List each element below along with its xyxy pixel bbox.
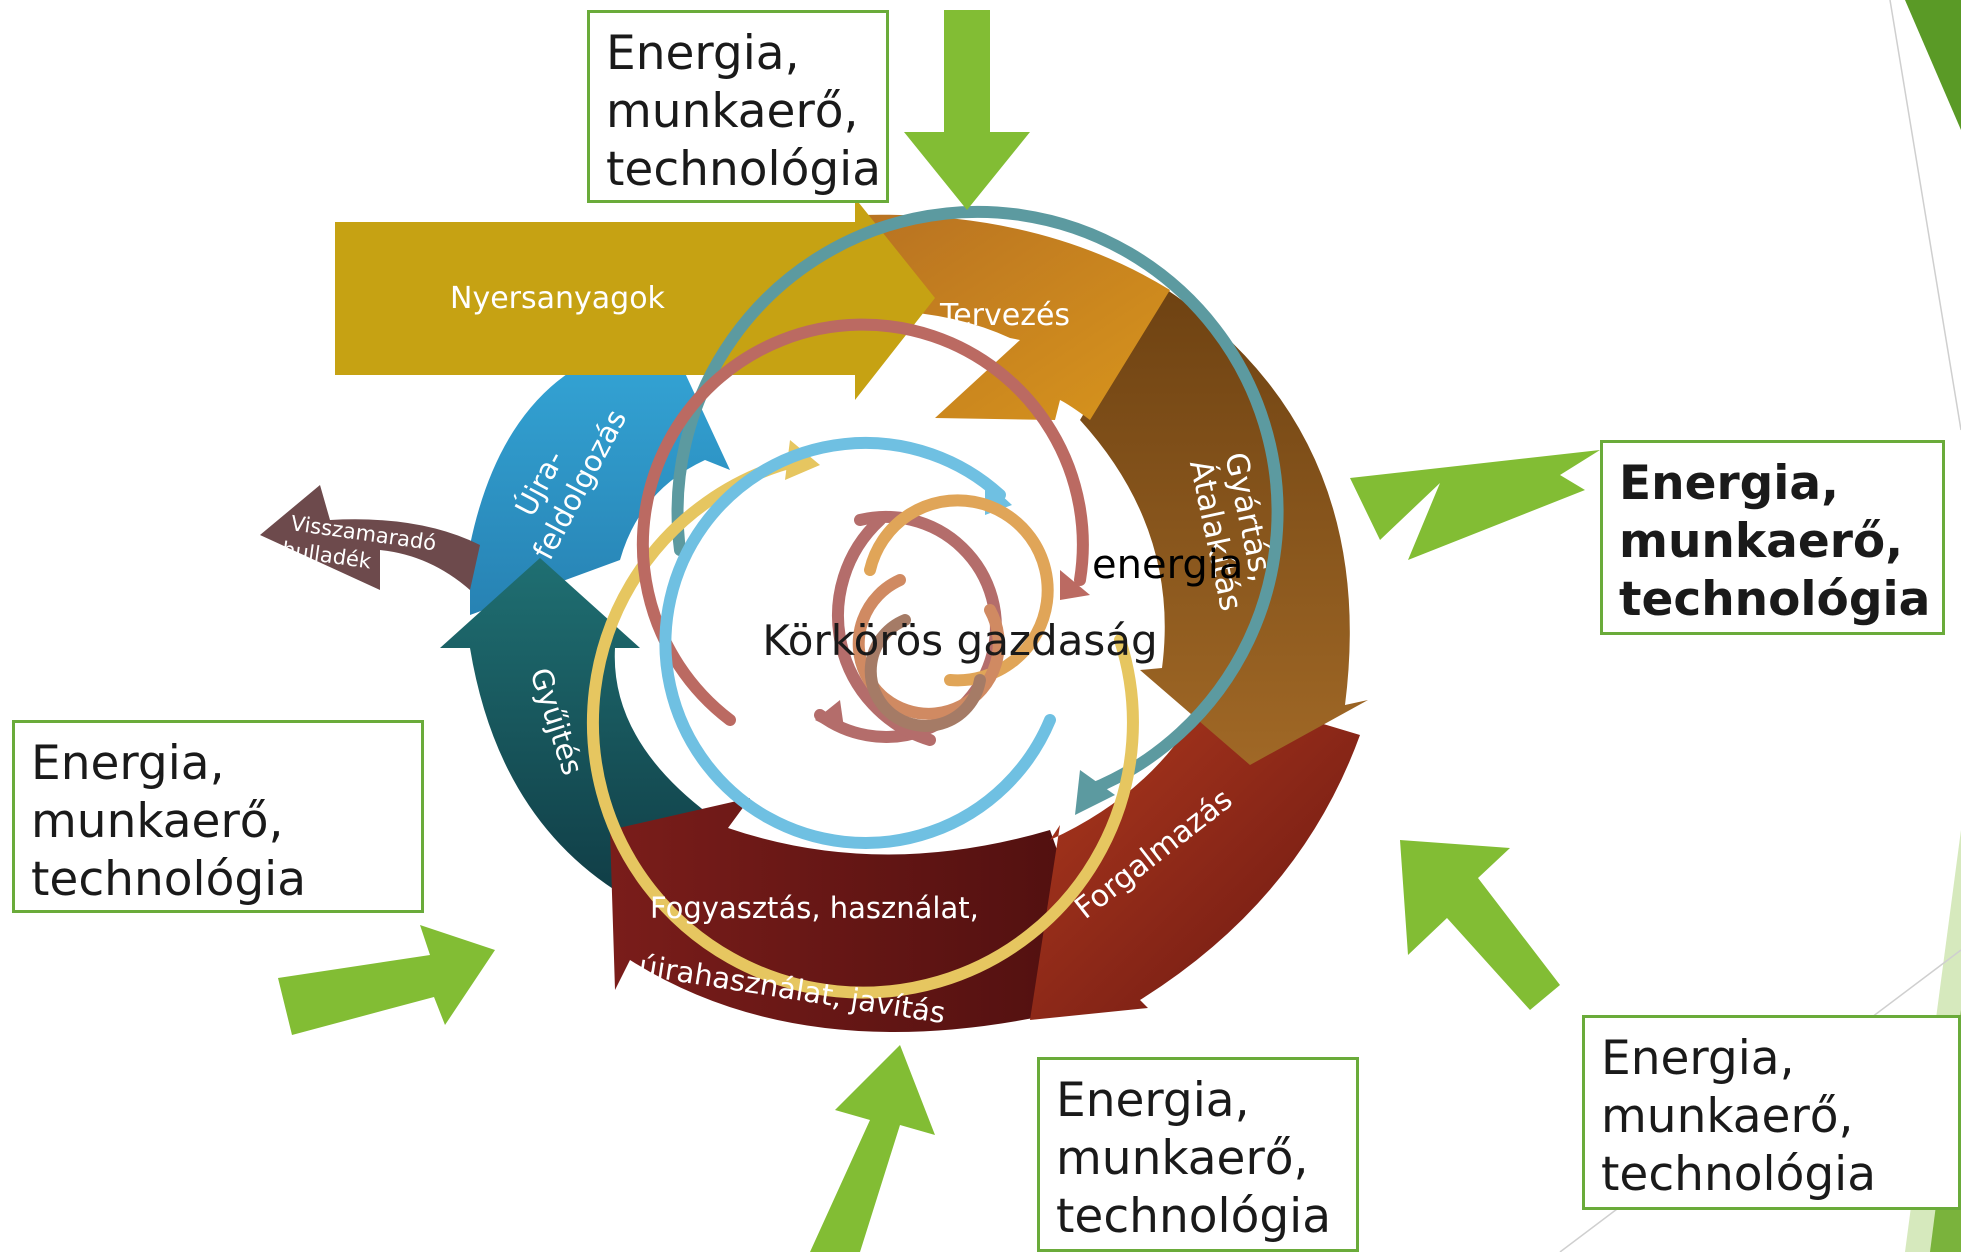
input-box-top-line3: technológia	[606, 142, 882, 197]
input-box-left-line2: munkaerő,	[31, 794, 284, 849]
input-arrows	[278, 10, 1600, 1252]
input-arrow-right	[1350, 450, 1600, 560]
input-box-lower-right: Energia, munkaerő, technológia	[1582, 1015, 1961, 1210]
input-box-lower-right-line2: munkaerő,	[1601, 1089, 1854, 1144]
consumption-segment	[610, 798, 1110, 1032]
energia-overlay-label: energia	[1092, 542, 1243, 588]
residual-waste-arrow	[260, 485, 480, 590]
svg-text:Fogyasztás, használat,: Fogyasztás, használat,	[650, 891, 979, 925]
raw-materials-label: Nyersanyagok	[450, 281, 666, 316]
input-box-top-line1: Energia,	[606, 26, 800, 81]
raw-materials-arrow	[335, 198, 935, 400]
input-arrow-lower-left	[278, 925, 495, 1035]
input-box-left-line3: technológia	[31, 852, 307, 907]
input-box-bottom-line1: Energia,	[1056, 1073, 1250, 1128]
center-title: Körkörös gazdaság	[762, 616, 1157, 665]
input-box-lower-right-line3: technológia	[1601, 1147, 1877, 1202]
collection-segment	[440, 558, 710, 905]
input-box-top: Energia, munkaerő, technológia	[587, 10, 889, 203]
input-box-right-line1: Energia,	[1619, 456, 1839, 511]
design-segment	[860, 214, 1170, 420]
input-box-left-line1: Energia,	[31, 736, 225, 791]
inner-swirl	[587, 205, 1284, 999]
input-box-bottom-line3: technológia	[1056, 1189, 1332, 1244]
consumption-label-line1: Fogyasztás, használat,	[650, 891, 979, 925]
input-arrow-bottom	[810, 1045, 935, 1252]
input-box-lower-right-line1: Energia,	[1601, 1031, 1795, 1086]
input-box-top-line2: munkaerő,	[606, 84, 859, 139]
input-box-bottom-line2: munkaerő,	[1056, 1131, 1309, 1186]
input-box-right-line2: munkaerő,	[1619, 514, 1904, 569]
distribution-segment	[1030, 690, 1360, 1020]
input-arrow-top	[904, 10, 1030, 210]
design-label: Tervezés	[939, 298, 1070, 333]
production-segment	[1080, 285, 1368, 765]
input-box-right-line3: technológia	[1619, 572, 1931, 627]
recycling-segment	[470, 345, 730, 615]
input-arrow-lower-right	[1400, 840, 1560, 1010]
input-box-right: Energia, munkaerő, technológia	[1600, 440, 1945, 635]
input-box-left: Energia, munkaerő, technológia	[12, 720, 424, 913]
input-box-bottom: Energia, munkaerő, technológia	[1037, 1057, 1359, 1252]
